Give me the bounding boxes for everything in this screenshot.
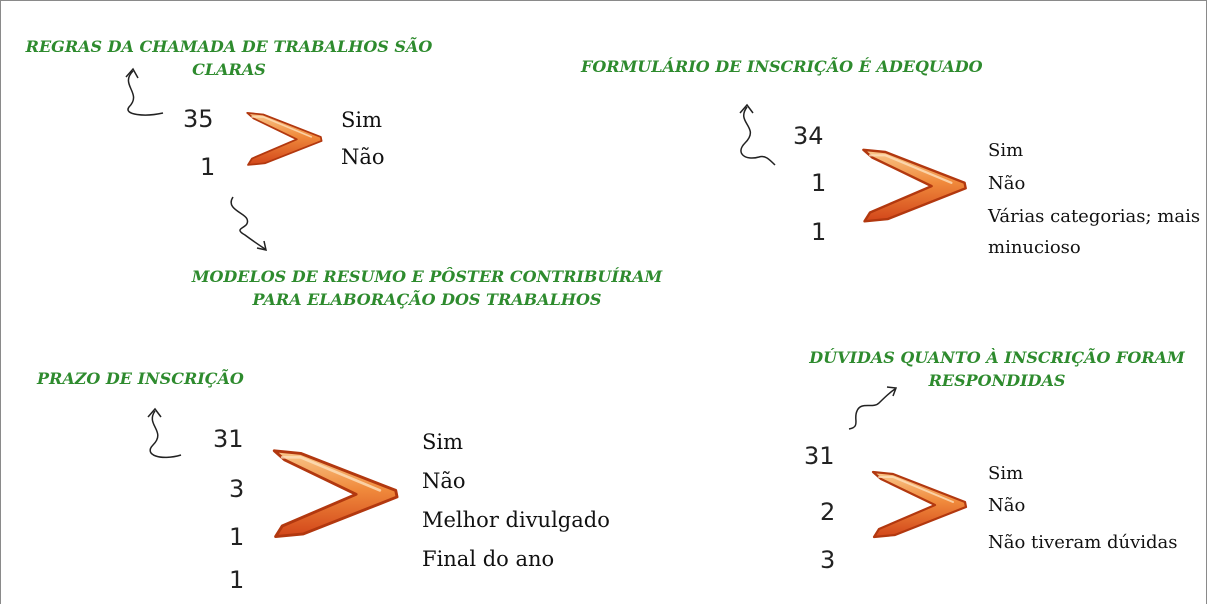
prazo-number-final: 1 bbox=[229, 566, 245, 594]
regras-number-nao: 1 bbox=[200, 153, 216, 181]
formulario-title-text: FORMULÁRIO DE INSCRIÇÃO É ADEQUADO bbox=[581, 57, 983, 76]
prazo-option-sim: Sim bbox=[422, 430, 464, 454]
prazo-squiggle-arrow bbox=[147, 407, 182, 459]
regras-title: REGRAS DA CHAMADA DE TRABALHOS SÃO CLARA… bbox=[1, 35, 457, 81]
formulario-option-varias: Várias categorias; mais bbox=[988, 206, 1201, 227]
duvidas-title: DÚVIDAS QUANTO À INSCRIÇÃO FORAM RESPOND… bbox=[787, 346, 1207, 392]
regras-option-sim: Sim bbox=[341, 108, 383, 132]
prazo-number-nao: 3 bbox=[229, 475, 245, 503]
prazo-title: PRAZO DE INSCRIÇÃO bbox=[37, 367, 244, 390]
modelos-squiggle-arrow bbox=[230, 196, 267, 251]
duvidas-title-line1: DÚVIDAS QUANTO À INSCRIÇÃO FORAM bbox=[809, 348, 1185, 367]
formulario-number-nao: 1 bbox=[811, 169, 827, 197]
regras-chevron-arrow bbox=[246, 111, 323, 166]
duvidas-option-nao: Não bbox=[988, 495, 1026, 516]
duvidas-title-line2: RESPONDIDAS bbox=[928, 371, 1066, 390]
regras-squiggle-arrow bbox=[125, 67, 164, 116]
formulario-number-varias: 1 bbox=[811, 218, 827, 246]
prazo-option-nao: Não bbox=[422, 469, 466, 493]
formulario-title: FORMULÁRIO DE INSCRIÇÃO É ADEQUADO bbox=[581, 55, 983, 78]
modelos-title-line1: MODELOS DE RESUMO E PÔSTER CONTRIBUÍRAM bbox=[191, 267, 663, 286]
prazo-option-divulgado: Melhor divulgado bbox=[422, 508, 610, 532]
modelos-title: MODELOS DE RESUMO E PÔSTER CONTRIBUÍRAM … bbox=[177, 265, 677, 311]
formulario-squiggle-arrow bbox=[739, 103, 776, 166]
duvidas-number-sem-duvidas: 3 bbox=[820, 546, 836, 574]
duvidas-squiggle-arrow bbox=[848, 386, 898, 430]
prazo-title-text: PRAZO DE INSCRIÇÃO bbox=[37, 369, 244, 388]
regras-number-sim: 35 bbox=[183, 105, 214, 133]
formulario-chevron-arrow bbox=[862, 148, 967, 223]
duvidas-option-sim: Sim bbox=[988, 463, 1024, 484]
modelos-title-line2: PARA ELABORAÇÃO DOS TRABALHOS bbox=[252, 290, 602, 309]
duvidas-chevron-arrow bbox=[871, 470, 968, 539]
formulario-option-minucioso: minucioso bbox=[988, 237, 1081, 258]
regras-title-line1: REGRAS DA CHAMADA DE TRABALHOS SÃO bbox=[25, 37, 433, 56]
regras-title-line2: CLARAS bbox=[192, 60, 266, 79]
formulario-option-sim: Sim bbox=[988, 140, 1024, 161]
formulario-number-sim: 34 bbox=[793, 122, 824, 150]
prazo-number-divulgado: 1 bbox=[229, 523, 245, 551]
formulario-option-nao: Não bbox=[988, 173, 1026, 194]
duvidas-number-nao: 2 bbox=[820, 498, 836, 526]
prazo-chevron-arrow bbox=[272, 449, 399, 539]
duvidas-number-sim: 31 bbox=[804, 442, 835, 470]
regras-option-nao: Não bbox=[341, 145, 385, 169]
prazo-number-sim: 31 bbox=[213, 425, 244, 453]
duvidas-option-sem-duvidas: Não tiveram dúvidas bbox=[988, 532, 1178, 553]
prazo-option-final: Final do ano bbox=[422, 547, 555, 571]
